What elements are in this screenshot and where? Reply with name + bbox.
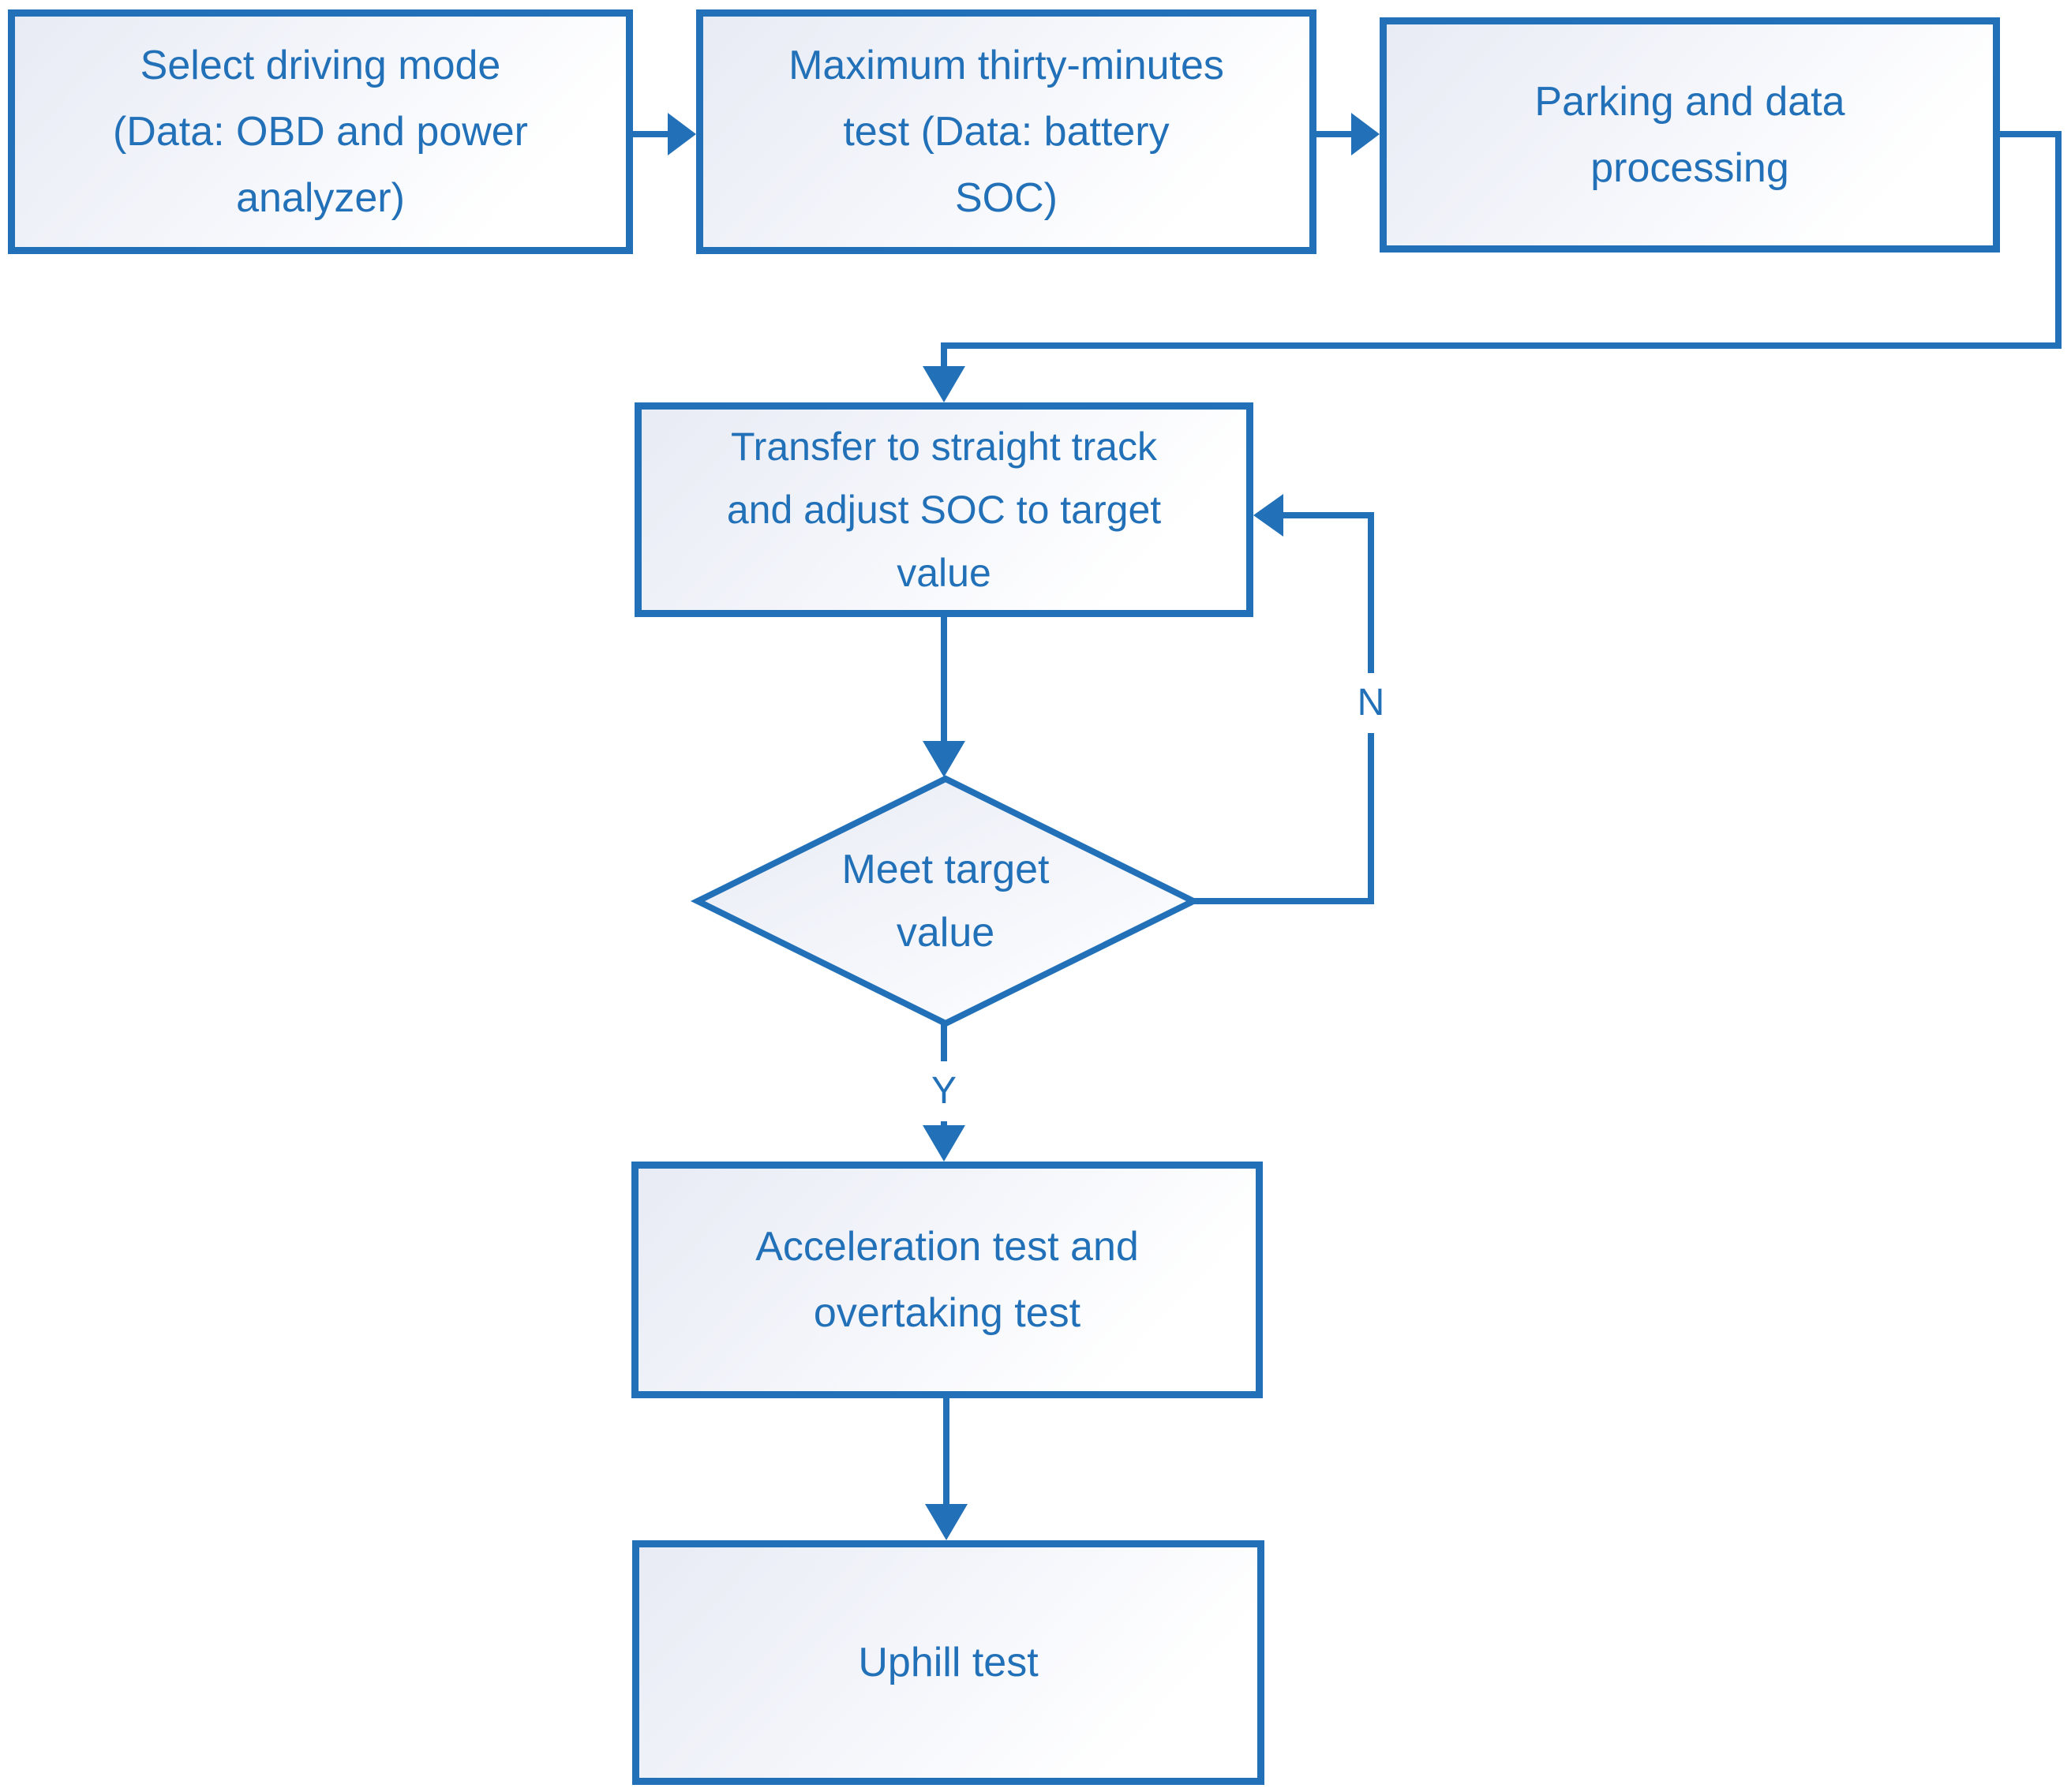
node-uphill-test: Uphill test xyxy=(632,1540,1264,1785)
node-text-line: overtaking test xyxy=(813,1290,1081,1336)
node-text-line: Acceleration test and xyxy=(755,1224,1139,1270)
node-text-line: (Data: OBD and power xyxy=(112,109,529,155)
branch-label-no: N xyxy=(1349,673,1393,733)
arrowhead-select-to-maxtest xyxy=(668,113,696,155)
node-text-line: and adjust SOC to target xyxy=(726,488,1162,532)
node-text-line: test (Data: battery xyxy=(843,109,1170,155)
arrowhead-yes-to-acceleration xyxy=(923,1125,965,1162)
arrowhead-transfer-to-decision xyxy=(923,741,965,777)
node-acceleration-overtaking-test: Acceleration test and overtaking test xyxy=(631,1162,1263,1398)
branch-label-yes: Y xyxy=(923,1061,965,1121)
node-text-line: value xyxy=(897,551,991,595)
node-text-line: Maximum thirty-minutes xyxy=(788,43,1224,88)
node-text-line: Meet target xyxy=(841,847,1050,892)
decision-text: Meet target value xyxy=(725,838,1167,964)
arrowhead-acceleration-to-uphill xyxy=(925,1504,968,1540)
node-maximum-thirty-minutes-test: Maximum thirty-minutes test (Data: batte… xyxy=(696,9,1316,254)
node-text-line: SOC) xyxy=(955,175,1058,221)
arrowhead-maxtest-to-parking xyxy=(1351,113,1380,155)
node-text-line: Select driving mode xyxy=(140,43,501,88)
node-select-driving-mode: Select driving mode (Data: OBD and power… xyxy=(8,9,633,254)
node-parking-and-data-processing: Parking and data processing xyxy=(1380,17,2000,253)
node-transfer-to-straight-track: Transfer to straight track and adjust SO… xyxy=(635,402,1253,617)
arrowhead-no-loop-to-transfer xyxy=(1253,494,1283,537)
node-text-line: processing xyxy=(1590,145,1789,191)
arrowhead-parking-to-transfer xyxy=(923,366,965,402)
node-text-line: Parking and data xyxy=(1534,79,1845,125)
node-text-line: value xyxy=(896,910,995,956)
node-text-line: Uphill test xyxy=(858,1640,1039,1685)
node-text-line: Transfer to straight track xyxy=(731,425,1157,469)
node-text-line: analyzer) xyxy=(236,175,405,221)
